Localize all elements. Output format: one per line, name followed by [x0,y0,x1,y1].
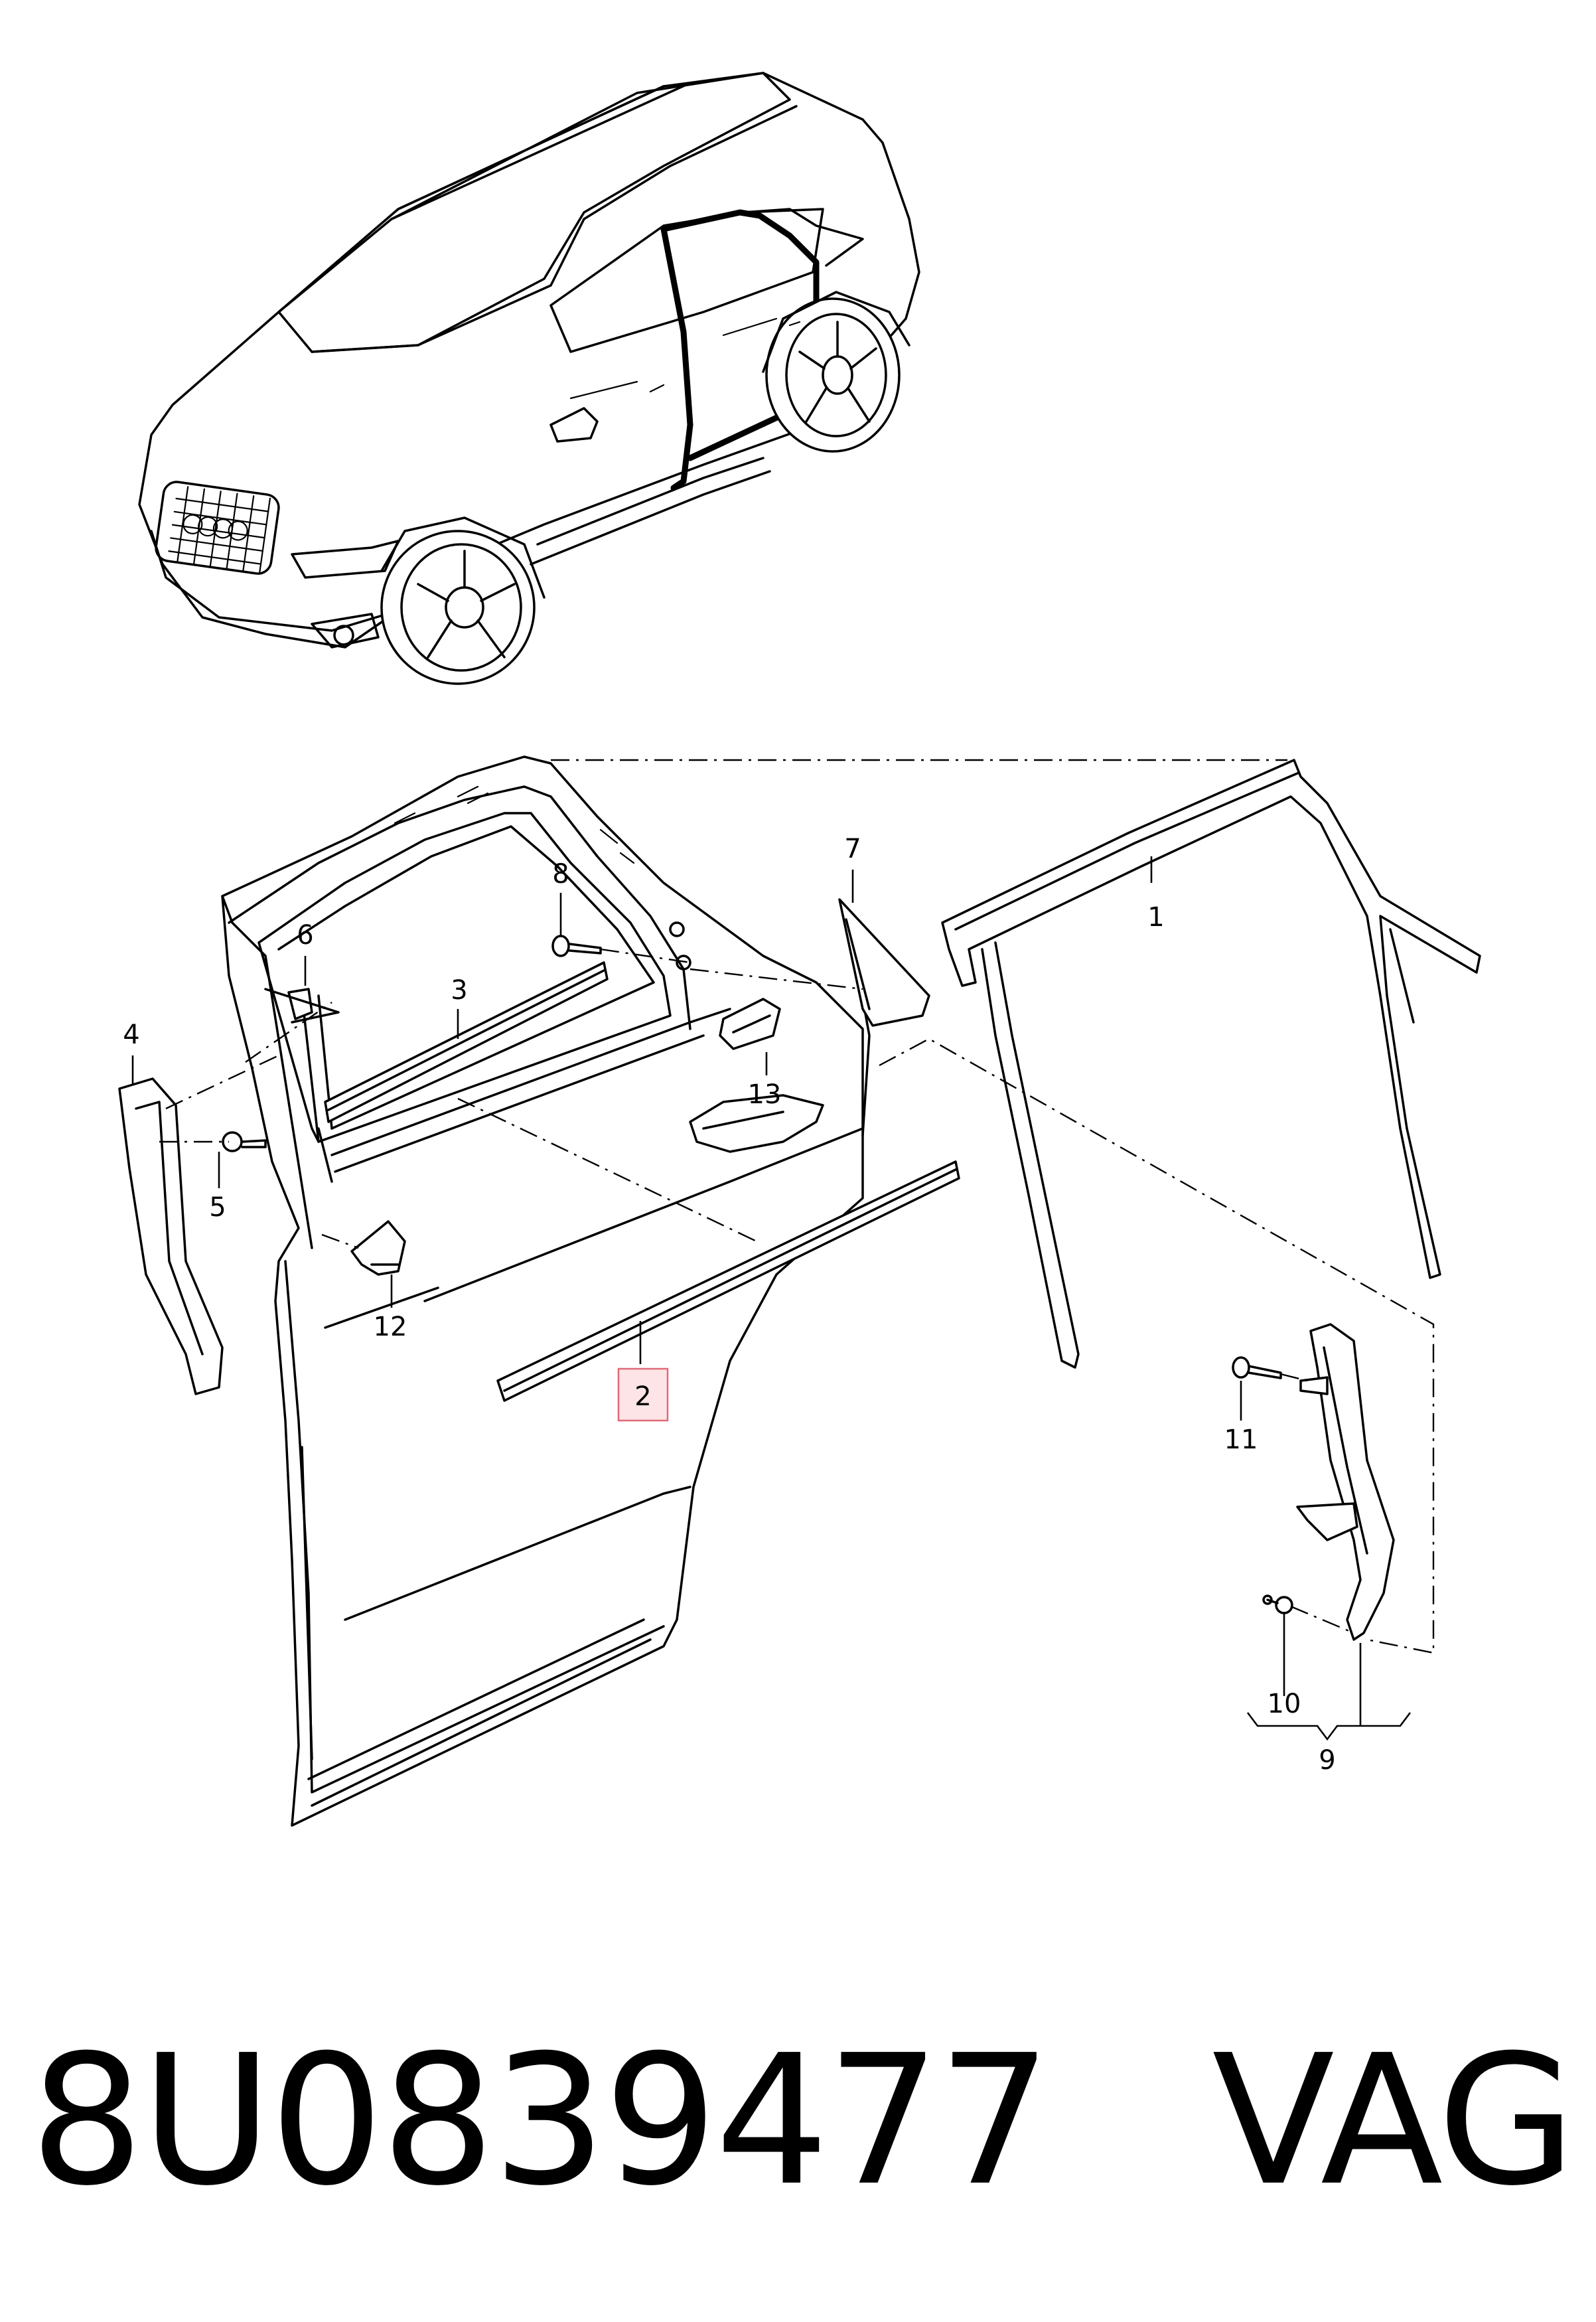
door-handle [689,1094,824,1153]
rear-wheel [765,297,901,453]
part-5-bolt [222,1131,267,1152]
callout-5: 5 [209,1192,226,1223]
car-overview [138,72,920,685]
callout-2: 2 [634,1381,651,1412]
callout-13: 13 [748,1079,782,1110]
callout-7: 7 [844,834,861,864]
part-2-belt-moulding [496,1160,960,1402]
part-8-screw [551,935,602,957]
callout-3: 3 [451,975,467,1006]
callout-10: 10 [1268,1689,1301,1719]
callout-9: 9 [1319,1745,1335,1776]
door-assembly [221,755,871,1827]
callout-1: 1 [1147,902,1164,933]
part-10-clip [1262,1594,1293,1614]
callout-2-highlight-box [617,1367,669,1422]
assembly-lines [159,759,1435,1654]
callout-11: 11 [1224,1425,1258,1455]
front-wheel [380,530,536,685]
part-9-rear-bracket [1296,1323,1395,1641]
part-1-window-channel [941,759,1481,1369]
part-4-pillar-trim [118,1077,224,1395]
callout-numbers: 1 2 3 4 5 6 7 8 9 10 11 12 13 [123,834,1335,1776]
part-11-screw [1232,1356,1282,1379]
leader-lines [131,856,1412,1741]
part-caption: 8U0839477 VAG [30,2031,1576,2210]
callout-6: 6 [297,920,313,951]
part-number: 8U0839477 [30,2016,1052,2225]
brand-name: VAG [1212,2016,1576,2225]
callout-12: 12 [374,1312,407,1342]
part-13-holder [719,998,781,1050]
callout-8: 8 [552,859,569,890]
part-12-mirror-triangle [350,1220,406,1276]
part-3-inner-seal [324,961,609,1123]
part-7-triangle-cover [838,898,930,1027]
callout-4: 4 [123,1020,139,1050]
mirror [549,407,599,443]
